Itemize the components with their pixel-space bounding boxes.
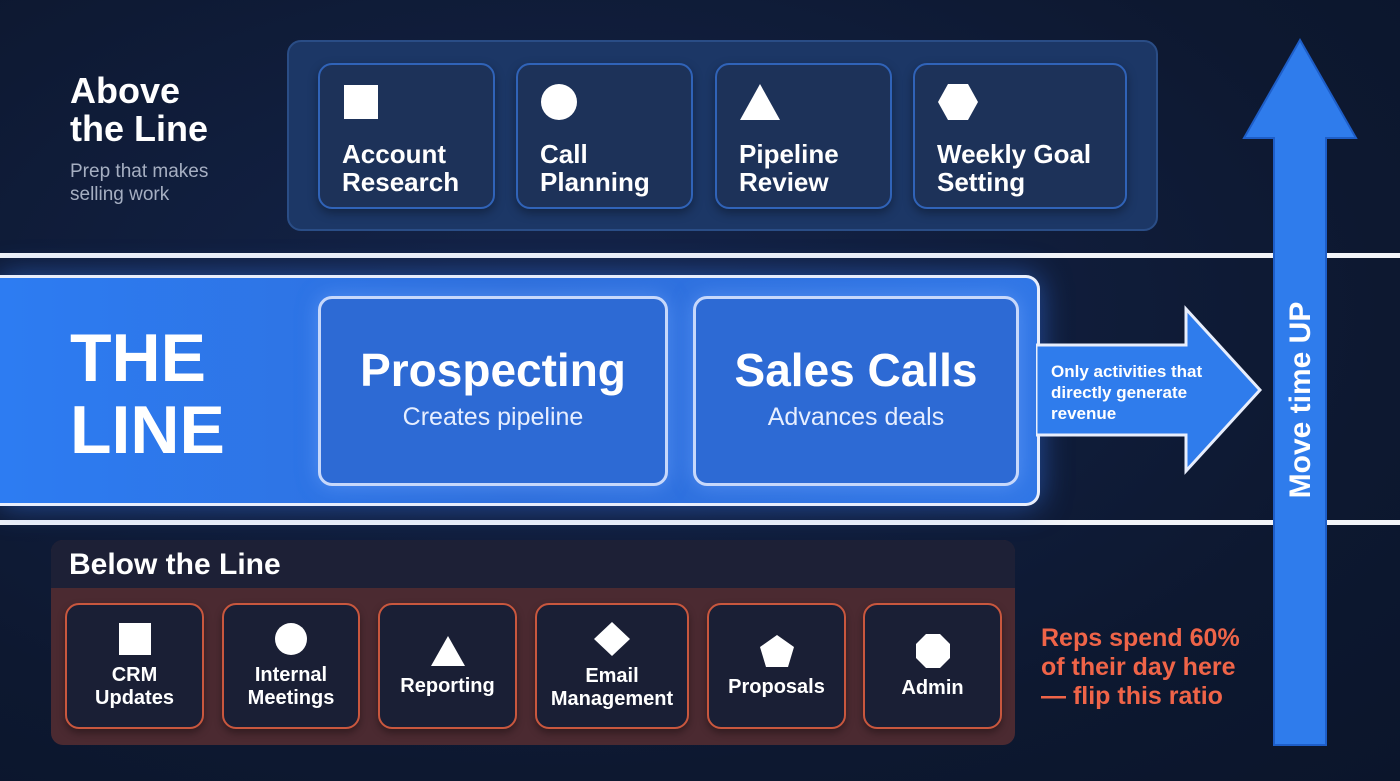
below-panel: Below the Line (51, 540, 1015, 745)
card-label: Reporting (400, 674, 495, 697)
card-sales-calls: Sales Calls Advances deals (693, 296, 1019, 486)
below-title: Below the Line (51, 540, 1015, 588)
below-note: Reps spend 60%of their day here— flip th… (1041, 624, 1240, 710)
card-subtitle: Creates pipeline (402, 403, 584, 431)
card-label: Admin (901, 676, 964, 699)
card-label: Proposals (728, 675, 825, 698)
circle-icon (275, 623, 307, 655)
card-proposals: Proposals (707, 603, 846, 729)
up-arrow-icon (1242, 37, 1358, 746)
hexagon-icon (938, 84, 978, 120)
card-title: Prospecting (360, 344, 626, 396)
card-subtitle: Advances deals (767, 403, 945, 431)
triangle-icon (740, 84, 780, 120)
square-icon (118, 623, 151, 655)
square-icon (344, 85, 378, 119)
right-arrow-icon (1036, 305, 1263, 475)
circle-icon (541, 84, 577, 120)
lower-divider-line (0, 520, 1400, 525)
vertical-arrow-label: Move time UP (1284, 301, 1317, 499)
pentagon-icon (759, 634, 794, 667)
card-title: Sales Calls (734, 344, 978, 396)
diamond-icon (594, 622, 630, 656)
upper-divider-line (0, 253, 1400, 258)
card-reporting: Reporting (378, 603, 517, 729)
triangle-icon (430, 635, 465, 666)
octagon-icon (915, 633, 950, 668)
card-prospecting: Prospecting Creates pipeline (318, 296, 668, 486)
card-admin: Admin (863, 603, 1002, 729)
